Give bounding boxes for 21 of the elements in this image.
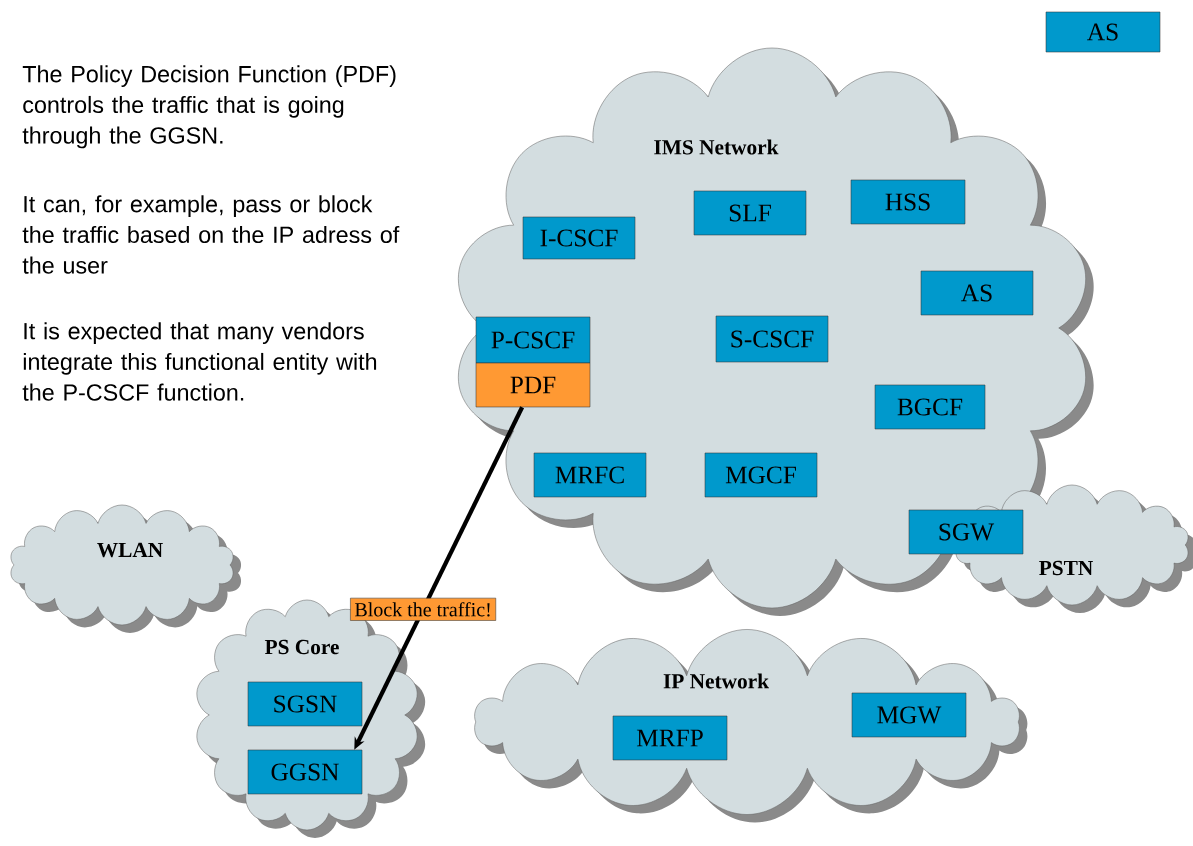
process-box: AS bbox=[1045, 11, 1161, 53]
process-box: MRFP bbox=[612, 715, 728, 761]
process-box: P-CSCF bbox=[475, 316, 591, 364]
process-box: MGW bbox=[851, 692, 967, 738]
process-box: MRFC bbox=[533, 452, 647, 498]
process-box: GGSN bbox=[247, 749, 363, 795]
note-text: The Policy Decision Function (PDF) controls the traffic that is going through the GGSN. bbox=[22, 65, 396, 149]
note-text: It can, for example, pass or block the traffic based on the IP adress of the user bbox=[22, 195, 400, 274]
process-box: SGW bbox=[908, 509, 1024, 555]
process-box: I-CSCF bbox=[522, 216, 636, 260]
edge-label: Block the traffic! bbox=[350, 597, 497, 621]
process-box: SLF bbox=[693, 190, 807, 236]
cloud: WLAN bbox=[10, 504, 242, 633]
process-box: BGCF bbox=[874, 384, 986, 430]
process-box: MGCF bbox=[704, 452, 818, 498]
process-box: S-CSCF bbox=[715, 315, 829, 363]
process-box: HSS bbox=[850, 179, 966, 225]
process-box: SGSN bbox=[247, 681, 363, 727]
note-text: It is expected that many vendors integrate this functional entity with the P-CSCF function. bbox=[22, 322, 377, 401]
process-box: PDF bbox=[475, 362, 591, 408]
process-box: AS bbox=[920, 270, 1034, 316]
